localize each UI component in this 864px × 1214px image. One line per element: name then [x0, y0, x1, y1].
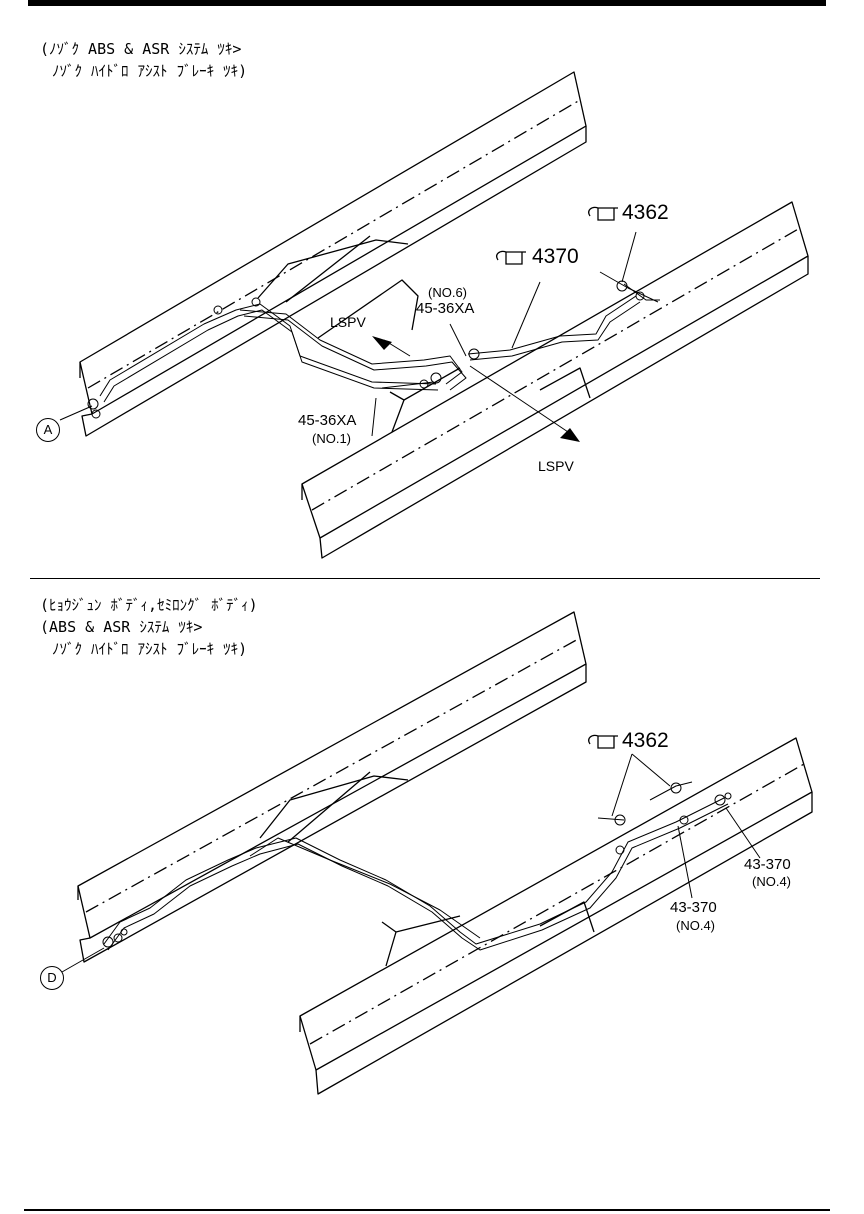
section-divider — [30, 578, 820, 579]
callout-d-circle: D — [40, 966, 64, 990]
section1-header-line2: ﾉｿﾞｸ ﾊｲﾄﾞﾛ ｱｼｽﾄ ﾌﾞﾚｰｷ ﾂｷ) — [52, 62, 248, 80]
section2-header-line3: ﾉｿﾞｸ ﾊｲﾄﾞﾛ ｱｼｽﾄ ﾌﾞﾚｰｷ ﾂｷ) — [52, 640, 248, 658]
ref-4362-label-2: 4362 — [622, 729, 669, 752]
part-45-36xa-lower-label: 45-36XA — [298, 412, 357, 429]
part-43-370-left-label: 43-370 — [670, 899, 717, 916]
hand-pointer-icon — [588, 734, 618, 749]
no1-label: (NO.1) — [312, 431, 351, 446]
section2-frame-diagram — [61, 611, 813, 1095]
part-45-36xa-upper-label: 45-36XA — [416, 300, 475, 317]
section2-header-line1: (ﾋｮｳｼﾞｭﾝ ﾎﾞﾃﾞｨ,ｾﾐﾛﾝｸﾞ ﾎﾞﾃﾞｨ) — [40, 596, 258, 614]
bottom-border-bar — [24, 1209, 830, 1211]
callout-a-circle: A — [36, 418, 60, 442]
lspv-upper-label: LSPV — [330, 314, 366, 330]
no6-label: (NO.6) — [428, 285, 467, 300]
no4-left-label: (NO.4) — [676, 918, 715, 933]
hand-pointer-icon — [588, 206, 618, 221]
top-border-bar — [28, 0, 826, 6]
hand-pointer-icon — [496, 250, 526, 265]
ref-4370-label: 4370 — [532, 245, 579, 268]
part-43-370-right-label: 43-370 — [744, 856, 791, 873]
section2-header-line2: (ABS & ASR ｼｽﾃﾑ ﾂｷ> — [40, 618, 203, 636]
section1-header-line1: (ﾉｿﾞｸ ABS & ASR ｼｽﾃﾑ ﾂｷ> — [40, 40, 242, 58]
section1-frame-diagram — [59, 71, 809, 559]
ref-4362-label: 4362 — [622, 201, 669, 224]
lspv-lower-label: LSPV — [538, 458, 574, 474]
no4-right-label: (NO.4) — [752, 874, 791, 889]
